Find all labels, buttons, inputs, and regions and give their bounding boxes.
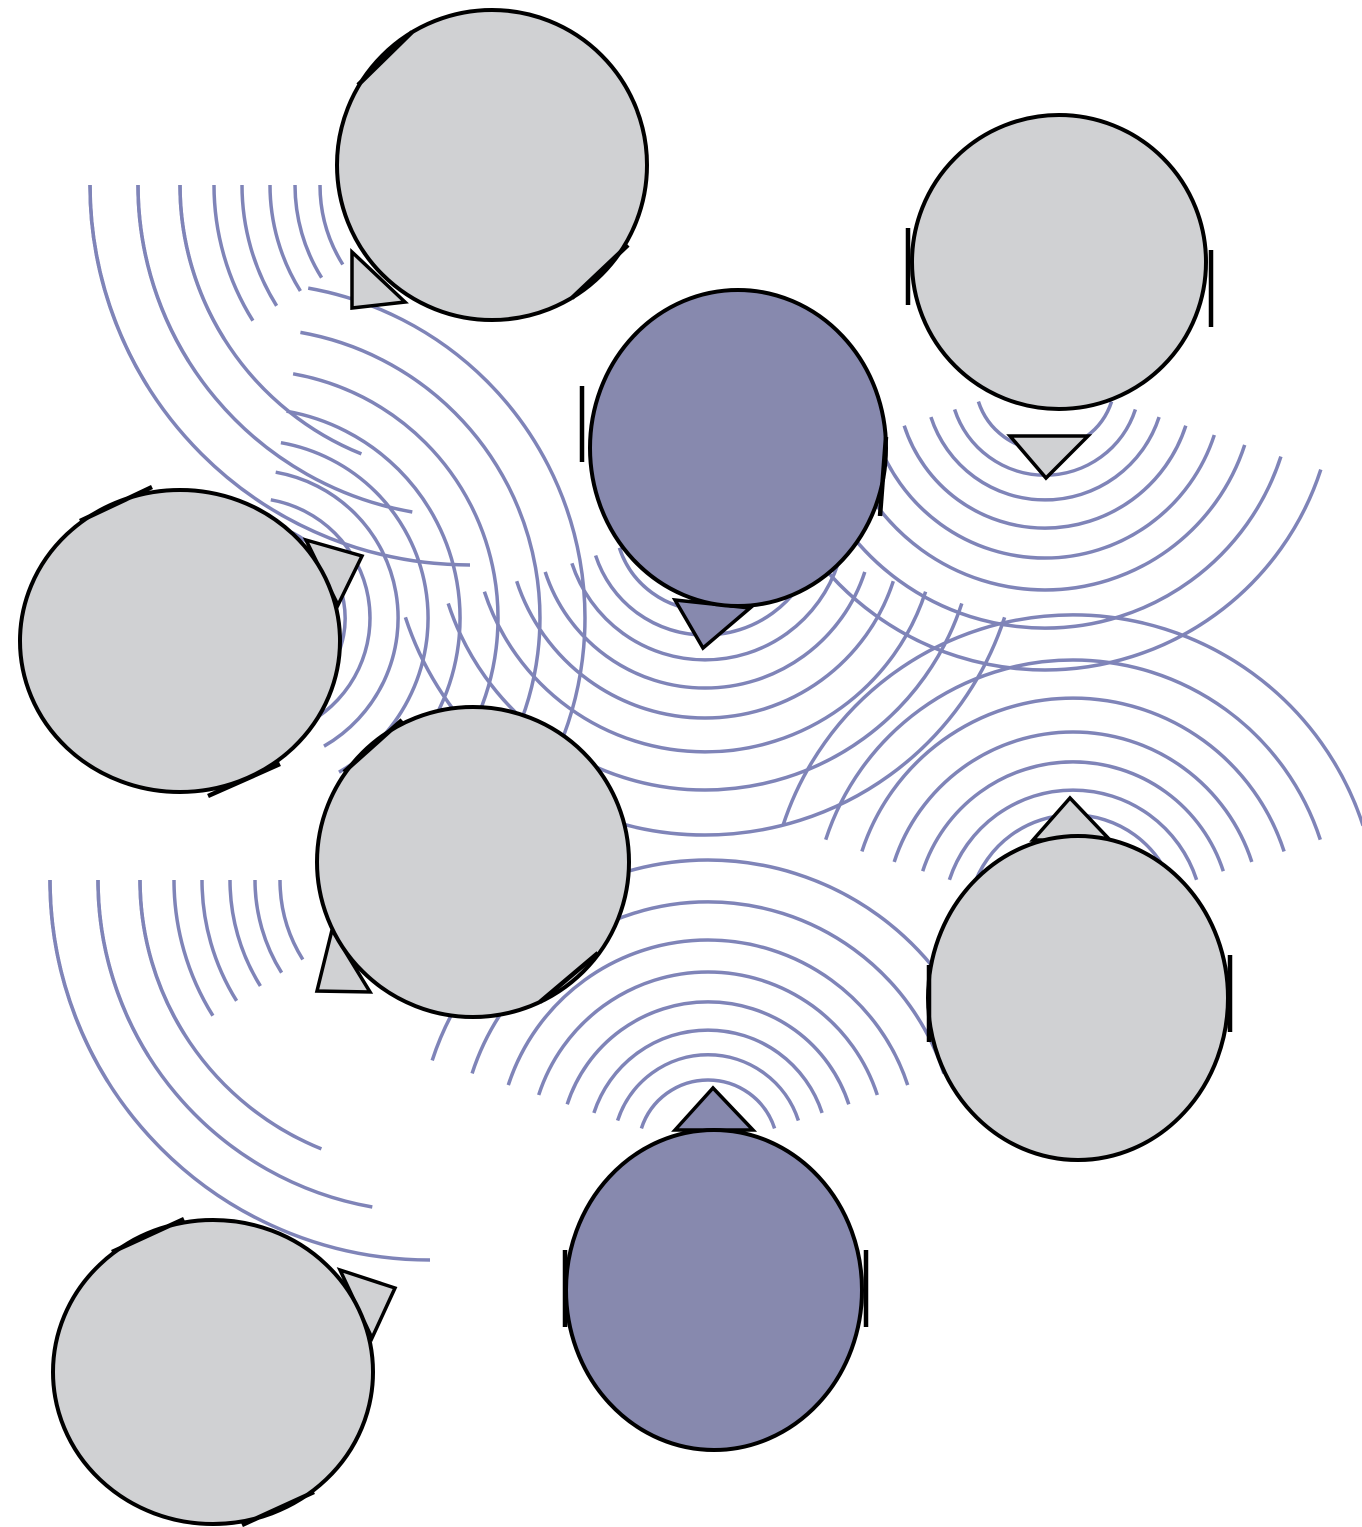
sweep-wave-arc xyxy=(140,880,321,1149)
head-right-lower-wave-arc xyxy=(783,615,1362,826)
head-circle xyxy=(53,1220,373,1524)
head-middle-wave-arc xyxy=(255,880,282,973)
head-bottom-center-wave-arc xyxy=(539,972,878,1095)
head-circle xyxy=(590,290,886,606)
head-middle-wave-arc xyxy=(280,880,303,960)
head-top-right xyxy=(908,115,1211,478)
sweep-wave-arc xyxy=(180,185,361,454)
head-bottom-left xyxy=(53,1219,395,1525)
head-circle xyxy=(928,836,1228,1160)
head-left-upper xyxy=(20,487,362,796)
head-top-center-wave-arc xyxy=(180,185,224,339)
head-bottom-center xyxy=(565,1088,866,1450)
head-circle xyxy=(20,490,340,792)
head-center xyxy=(582,290,886,648)
head-top-center-wave-arc xyxy=(214,185,253,321)
head-circle xyxy=(912,115,1206,409)
head-top-center xyxy=(337,10,647,320)
head-middle xyxy=(317,707,629,1017)
listener-heads xyxy=(20,10,1230,1525)
head-middle-wave-arc xyxy=(140,880,184,1034)
nose-marker xyxy=(675,1088,753,1130)
head-circle xyxy=(566,1130,862,1450)
head-middle-wave-arc xyxy=(174,880,213,1016)
head-top-center-wave-arc xyxy=(295,185,322,278)
